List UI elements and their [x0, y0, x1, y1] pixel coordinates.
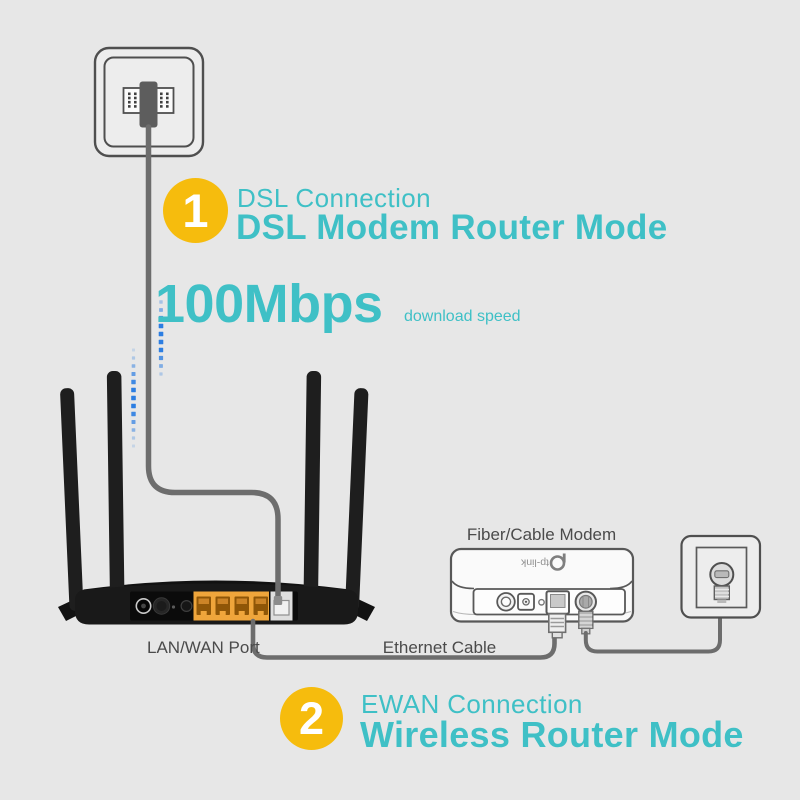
speed-caption: download speed: [404, 308, 521, 325]
step-2-title: EWAN Connection: [361, 689, 583, 719]
step-1-number: 1: [182, 184, 209, 237]
coax-cable: [583, 599, 722, 654]
step-2-badge: 2: [280, 687, 343, 750]
coax-wall-outlet-icon: [680, 534, 762, 619]
dsl-plug: [273, 596, 283, 605]
tp-link-logo: tp-link: [520, 553, 566, 571]
dsl-wall-jack-icon: [93, 46, 205, 158]
lan-wan-port-label: LAN/WAN Port: [147, 638, 260, 657]
ethernet-cable-label: Ethernet Cable: [382, 638, 497, 657]
modem-label: Fiber/Cable Modem: [466, 525, 617, 544]
dsl-cable: [145, 124, 281, 603]
signal-dots-icon: [131, 292, 164, 448]
step-1-title: DSL Connection: [237, 183, 431, 213]
ethernet-cable: [250, 618, 557, 660]
speed-value: 100Mbps: [155, 274, 383, 334]
step-1-mode: DSL Modem Router Mode: [236, 208, 668, 247]
step-1-badge: 1: [163, 178, 228, 243]
modem-logo-text: tp-link: [520, 557, 549, 569]
step-2-mode: Wireless Router Mode: [360, 714, 744, 755]
router-icon: [58, 371, 375, 625]
step-2-number: 2: [298, 692, 325, 744]
modem-icon: tp-link: [449, 547, 635, 639]
